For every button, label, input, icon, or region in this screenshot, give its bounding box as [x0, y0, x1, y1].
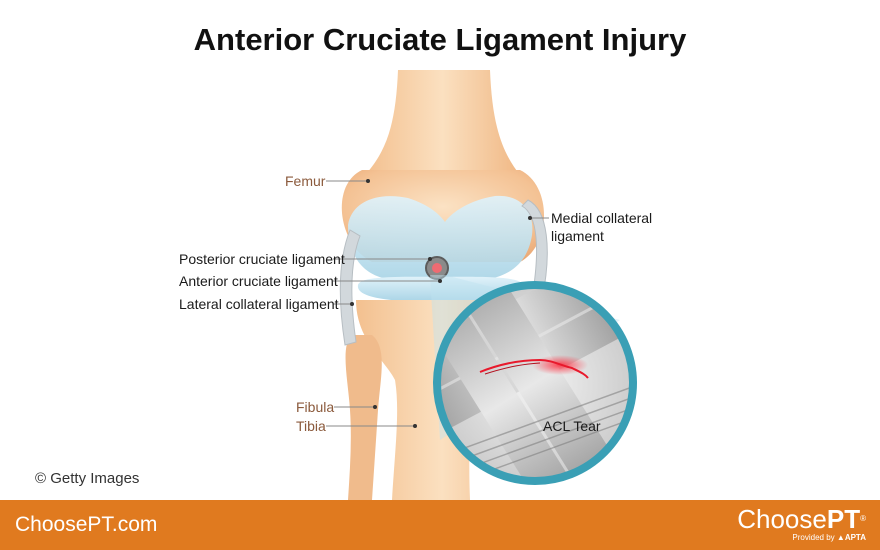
label-femur: Femur: [285, 173, 326, 189]
label-tibia: Tibia: [296, 418, 326, 434]
tear-line: [479, 358, 589, 379]
label-medial-collateral-line1: Medial collateral: [551, 210, 653, 226]
label-acl-tear: ACL Tear: [543, 418, 601, 434]
label-posterior-cruciate: Posterior cruciate ligament: [179, 251, 345, 267]
footer-bar: ChoosePT.com ChoosePT® Provided by ▲APTA: [0, 500, 880, 550]
logo-text-light: Choose: [737, 504, 827, 534]
logo-trademark: ®: [860, 514, 866, 523]
page-title: Anterior Cruciate Ligament Injury: [193, 22, 687, 57]
acl-zoom-inset: [433, 281, 637, 485]
leader-dots: [350, 179, 532, 428]
logo-text-bold: PT: [826, 504, 861, 534]
logo-sub-prefix: Provided by: [792, 533, 835, 542]
fibula-bone: [345, 335, 382, 500]
logo-sub-org: APTA: [844, 533, 866, 542]
image-credit: © Getty Images: [35, 470, 140, 487]
label-anterior-cruciate: Anterior cruciate ligament: [179, 273, 338, 289]
footer-site-link[interactable]: ChoosePT.com: [15, 513, 158, 536]
leader-lines: [326, 180, 549, 427]
choosept-logo[interactable]: ChoosePT® Provided by ▲APTA: [737, 505, 866, 543]
label-fibula: Fibula: [296, 399, 335, 415]
label-lateral-collateral: Lateral collateral ligament: [179, 296, 339, 312]
label-medial-collateral-line2: ligament: [551, 228, 604, 244]
knee-diagram: [326, 70, 637, 500]
apta-icon: ▲: [836, 533, 845, 542]
femur-shaft: [365, 70, 520, 175]
